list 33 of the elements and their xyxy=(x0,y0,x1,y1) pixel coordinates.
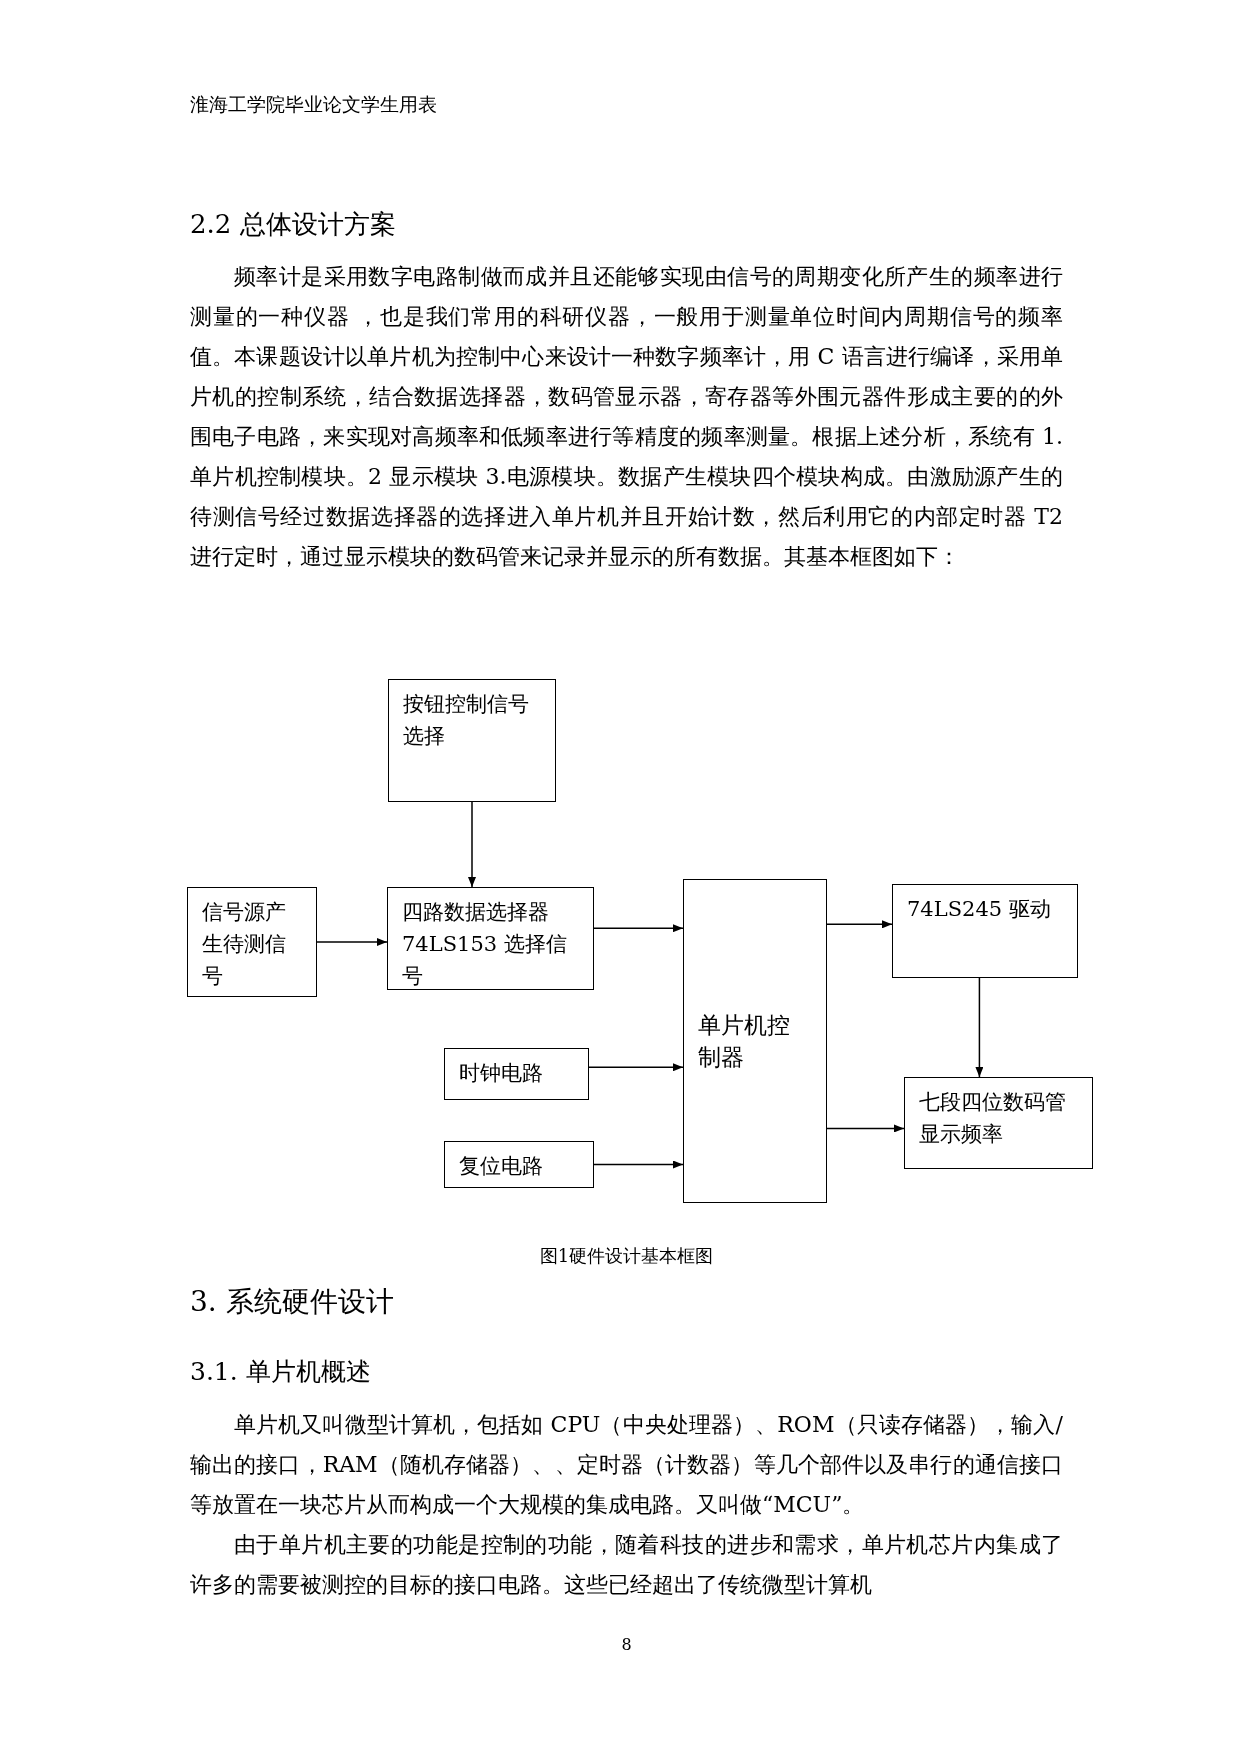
arrow xyxy=(316,938,388,946)
block-label: 单片机控制器 xyxy=(697,1011,791,1072)
block-box xyxy=(683,879,827,1203)
paragraph: 单片机又叫微型计算机，包括如 CPU（中央处理器）、ROM（只读存储器），输入/输出的接口，RAM（随机存储器）、、定时器（计数器）等几个部件以及串行的通信接口等放置在一块芯片从而构成一个大规模的集成电路。又叫做“MCU”。 xyxy=(190,1411,1063,1519)
page-number: 8 xyxy=(620,1634,633,1656)
block-label: 复位电路 xyxy=(458,1153,544,1180)
block-label: 七段四位数码管显示频率 xyxy=(918,1089,1067,1148)
block-label: 按钮控制信号选择 xyxy=(402,691,530,750)
paragraph: 由于单片机主要的功能是控制的功能，随着科技的进步和需求，单片机芯片内集成了许多的需要被测控的目标的接口电路。这些已经超出了传统微型计算机 xyxy=(190,1531,1063,1599)
section-heading: 3. 系统硬件设计 xyxy=(190,1284,395,1320)
block-box xyxy=(444,1141,594,1188)
block-label: 信号源产生待测信号 xyxy=(201,899,287,990)
block-label: 74LS245 驱动 xyxy=(906,896,1052,923)
arrow xyxy=(826,920,893,929)
paragraph: 频率计是采用数字电路制做而成并且还能够实现由信号的周期变化所产生的频率进行测量的一种仪器 ，也是我们常用的科研仪器，一般用于测量单位时间内周期信号的频率值。本课题设计以单片机为控制中心来设计一种数字频率计，用 C 语言进行编译，采用单片机的控制系统，结合数据选择器，数码管显示器，寄存器等外围元器件形成主要的的外围电子电路，来实现对高频率和低频率进行等精度的频率测量。根据上述分析，系统有 1.单片机控制模块。2 显示模块 3.电源模块。数据产生模块四个模块构成。由激励源产生的待测信号经过数据选择器的选择进入单片机并且开始计数，然后利用它的内部定时器 T2 进行定时，通过显示模块的数码管来记录并显示的所有数据。其基本框图如下： xyxy=(190,263,1063,571)
block-box xyxy=(892,884,1078,978)
block-box xyxy=(904,1077,1093,1169)
arrow xyxy=(826,1124,905,1133)
page-header: 淮海工学院毕业论文学生用表 xyxy=(190,92,438,117)
arrow xyxy=(588,1063,684,1072)
section-heading: 2.2 总体设计方案 xyxy=(190,208,397,241)
subsection-heading: 3.1. 单片机概述 xyxy=(190,1356,372,1388)
arrow xyxy=(468,801,476,888)
block-box xyxy=(444,1048,589,1100)
arrow xyxy=(593,924,684,933)
block-box xyxy=(387,887,594,990)
block-label: 四路数据选择器74LS153 选择信号 xyxy=(401,899,568,990)
block-label: 时钟电路 xyxy=(458,1060,544,1087)
figure-caption: 图1硬件设计基本框图 xyxy=(538,1244,715,1268)
block-box xyxy=(187,887,317,997)
arrow xyxy=(975,977,984,1078)
block-box xyxy=(388,679,556,802)
arrow xyxy=(593,1160,684,1169)
